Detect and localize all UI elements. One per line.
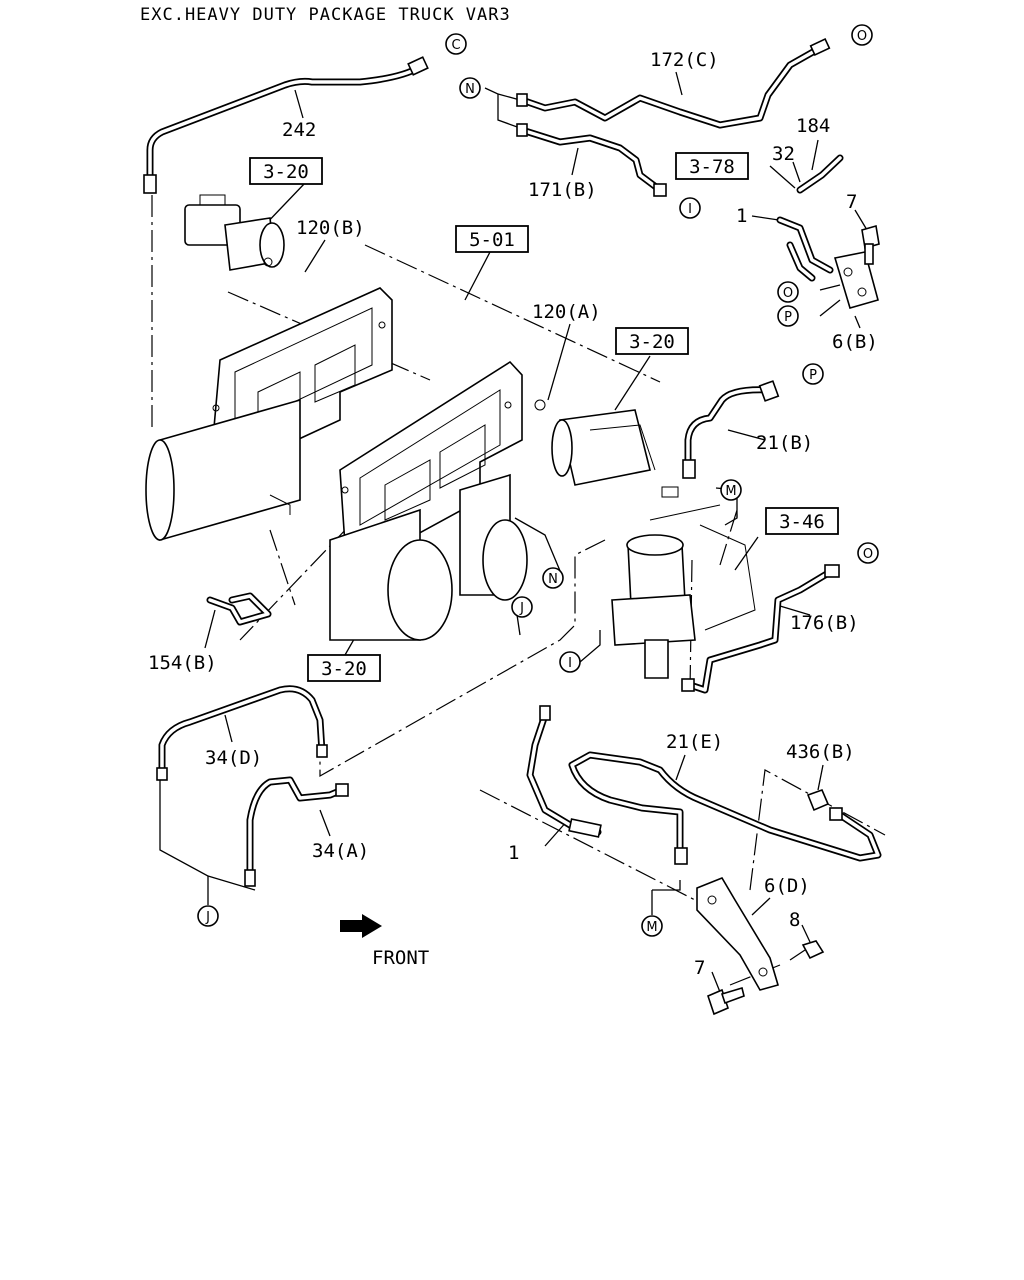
connector-c: C bbox=[445, 33, 467, 55]
connector-j-bottom: J bbox=[197, 905, 219, 927]
ref-box-3-78: 3-78 bbox=[675, 152, 749, 180]
label-176b: 176(B) bbox=[790, 612, 859, 634]
label-8: 8 bbox=[789, 909, 800, 931]
svg-text:3-78: 3-78 bbox=[689, 156, 735, 178]
nut-8 bbox=[801, 940, 825, 960]
label-120b: 120(B) bbox=[296, 217, 365, 239]
connector-p-mid: P bbox=[777, 305, 799, 327]
svg-text:3-20: 3-20 bbox=[629, 331, 675, 353]
svg-text:3-20: 3-20 bbox=[321, 658, 367, 680]
svg-text:M: M bbox=[646, 920, 657, 935]
ref-box-3-20-middle: 3-20 bbox=[615, 327, 689, 355]
ref-box-5-01: 5-01 bbox=[455, 225, 529, 253]
connector-o-right: O bbox=[857, 542, 879, 564]
label-1-top: 1 bbox=[736, 205, 747, 227]
connector-n-mid: N bbox=[542, 567, 564, 589]
nut-436b bbox=[806, 788, 830, 812]
label-242: 242 bbox=[282, 119, 316, 141]
svg-text:O: O bbox=[863, 547, 873, 562]
label-21e: 21(E) bbox=[666, 731, 723, 753]
air-tank-right bbox=[329, 508, 453, 641]
label-7-top: 7 bbox=[846, 191, 857, 213]
label-21b: 21(B) bbox=[756, 432, 813, 454]
connector-markers: C O N I O P P M bbox=[197, 24, 879, 937]
ref-box-3-46: 3-46 bbox=[765, 507, 839, 535]
ref-box-3-20-top: 3-20 bbox=[249, 157, 323, 185]
relay-valve-middle bbox=[534, 399, 679, 498]
air-tank-small bbox=[459, 473, 528, 601]
connector-j-mid: J bbox=[511, 596, 533, 618]
connector-o-top: O bbox=[851, 24, 873, 46]
svg-text:C: C bbox=[451, 38, 460, 53]
label-184: 184 bbox=[796, 115, 830, 137]
air-tank-left bbox=[145, 398, 301, 542]
svg-text:M: M bbox=[725, 484, 736, 499]
svg-text:N: N bbox=[548, 572, 558, 587]
label-34d: 34(D) bbox=[205, 747, 262, 769]
label-6d: 6(D) bbox=[764, 875, 810, 897]
bolt-7a bbox=[861, 224, 880, 265]
connector-i-top: I bbox=[679, 197, 701, 219]
svg-text:3-46: 3-46 bbox=[779, 511, 825, 533]
svg-text:3-20: 3-20 bbox=[263, 161, 309, 183]
part-labels: 242 172(C) 171(B) 184 32 7 1 6(B) 120(B)… bbox=[148, 49, 878, 979]
connector-m-mid: M bbox=[720, 479, 742, 501]
label-1-bottom: 1 bbox=[508, 842, 519, 864]
bracket-6d bbox=[696, 877, 779, 991]
label-7-bottom: 7 bbox=[694, 957, 705, 979]
label-120a: 120(A) bbox=[532, 301, 601, 323]
svg-text:I: I bbox=[568, 656, 572, 671]
svg-text:J: J bbox=[205, 910, 210, 925]
front-label: FRONT bbox=[372, 947, 429, 969]
relay-valve-upper bbox=[184, 194, 285, 271]
svg-text:O: O bbox=[783, 286, 793, 301]
label-172c: 172(C) bbox=[650, 49, 719, 71]
svg-text:O: O bbox=[857, 29, 867, 44]
svg-text:N: N bbox=[465, 82, 475, 97]
bracket-block bbox=[833, 251, 879, 309]
svg-text:P: P bbox=[809, 368, 817, 383]
connector-m-bottom: M bbox=[641, 915, 663, 937]
label-34a: 34(A) bbox=[312, 840, 369, 862]
connector-o-mid: O bbox=[777, 281, 799, 303]
label-6b: 6(B) bbox=[832, 331, 878, 353]
pipe-fittings bbox=[143, 38, 843, 887]
connector-n-top: N bbox=[459, 77, 481, 99]
label-154b: 154(B) bbox=[148, 652, 217, 674]
label-32: 32 bbox=[772, 143, 795, 165]
ref-box-3-20-bottom: 3-20 bbox=[307, 654, 381, 682]
leader-lines bbox=[151, 71, 886, 993]
front-arrow-icon bbox=[340, 914, 382, 938]
connector-i-mid: I bbox=[559, 651, 581, 673]
label-171b: 171(B) bbox=[528, 179, 597, 201]
air-dryer bbox=[611, 504, 756, 679]
label-436b: 436(B) bbox=[786, 741, 855, 763]
bolt-7b bbox=[707, 986, 745, 1016]
diagram-title: EXC.HEAVY DUTY PACKAGE TRUCK VAR3 bbox=[140, 5, 511, 25]
connector-p-right: P bbox=[802, 363, 824, 385]
svg-text:5-01: 5-01 bbox=[469, 229, 515, 251]
svg-text:P: P bbox=[784, 310, 792, 325]
svg-text:I: I bbox=[688, 202, 692, 217]
svg-text:J: J bbox=[519, 601, 524, 616]
